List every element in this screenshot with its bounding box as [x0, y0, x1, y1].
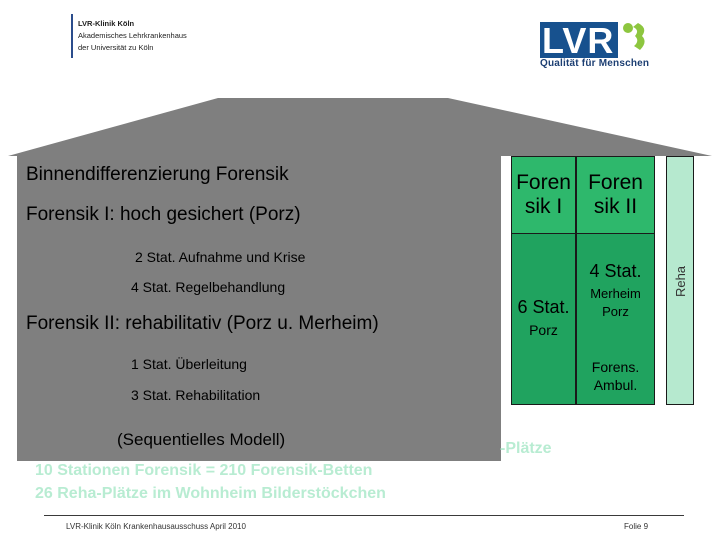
stat-rehabilitation: 3 Stat. Rehabilitation	[131, 387, 261, 403]
forensik-2-heading: Forensik II: rehabilitativ (Porz u. Merh…	[26, 313, 379, 334]
logo-figure-icon	[623, 23, 645, 50]
col2-head-b: sik II	[593, 195, 638, 218]
col1-head-a: Foren	[516, 171, 571, 194]
col1-location: Porz	[529, 322, 558, 338]
summary-line-1: 10 Stationen Forensik = 210 Forensik-Bet…	[35, 462, 373, 479]
header-accent-bar	[71, 14, 73, 58]
footer-left-text: LVR-Klinik Köln Krankenhausausschuss Apr…	[66, 522, 246, 531]
reha-label: Reha	[673, 265, 689, 298]
header-institution: LVR-Klinik Köln Akademisches Lehrkranken…	[78, 18, 187, 54]
forensik-1-header-cell: Foren sik I	[511, 156, 576, 234]
footer-divider	[44, 515, 684, 516]
reha-plaetze-fragment: -Plätze	[500, 440, 552, 457]
roof-shape	[8, 98, 712, 156]
model-caption: (Sequentielles Modell)	[117, 430, 286, 449]
forensik-1-body-cell: 6 Stat. Porz	[511, 233, 576, 405]
col2-location-porz: Porz	[602, 304, 629, 319]
reha-column: Reha	[666, 156, 694, 405]
stat-aufnahme: 2 Stat. Aufnahme und Krise	[135, 249, 306, 265]
stat-regelbehandlung: 4 Stat. Regelbehandlung	[131, 279, 286, 295]
lvr-logo: LVR Qualität für Menschen	[532, 20, 662, 72]
col1-head-b: sik I	[524, 195, 563, 218]
col2-ambul-b: Ambul.	[593, 377, 638, 393]
col2-stat: 4 Stat.	[589, 261, 642, 281]
forensik-2-header-cell: Foren sik II	[576, 156, 655, 234]
col1-stat: 6 Stat.	[517, 297, 570, 317]
col2-location-merheim: Merheim	[590, 286, 641, 301]
summary-line-2: 26 Reha-Plätze im Wohnheim Bilderstöckch…	[35, 485, 386, 502]
col2-head-a: Foren	[588, 171, 643, 194]
forensik-2-body-cell: 4 Stat. Merheim Porz Forens. Ambul.	[576, 233, 655, 405]
logo-letters: LVR	[540, 22, 618, 60]
footer-slide-number: Folie 9	[624, 522, 649, 531]
col2-ambul-a: Forens.	[591, 359, 640, 375]
panel-title: Binnendifferenzierung Forensik	[26, 164, 289, 185]
header-line-2: Akademisches Lehrkrankenhaus	[78, 31, 187, 40]
forensik-1-heading: Forensik I: hoch gesichert (Porz)	[26, 204, 301, 225]
header-line-3: der Universität zu Köln	[78, 43, 154, 52]
binnendifferenzierung-panel: Binnendifferenzierung Forensik Forensik …	[17, 156, 501, 461]
header-line-1: LVR-Klinik Köln	[78, 19, 135, 28]
stat-ueberleitung: 1 Stat. Überleitung	[131, 356, 247, 372]
logo-tagline: Qualität für Menschen	[540, 58, 650, 69]
